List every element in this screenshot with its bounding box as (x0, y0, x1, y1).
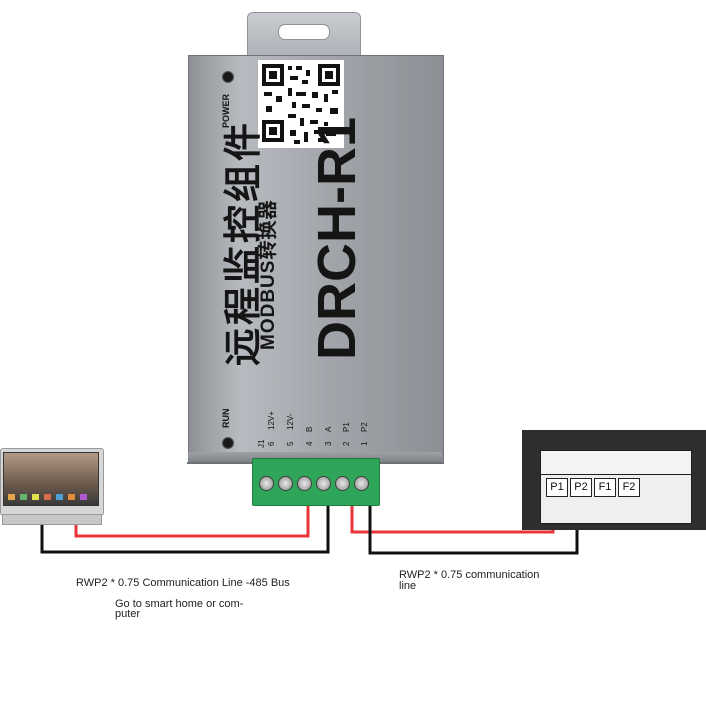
controller-terminal-strip (540, 450, 692, 476)
product-subtitle: MODBUS转换器 (258, 199, 279, 350)
pin-label-5: 5 (286, 441, 295, 446)
pin-label-p1: P1 (342, 422, 351, 432)
right-line-caption-1: RWP2 * 0.75 communication (399, 569, 540, 581)
pin-label-2: 2 (342, 441, 351, 446)
terminal-screw-1 (259, 476, 274, 491)
model-number: DRCH-R1 (307, 117, 367, 360)
pin-label-b: B (305, 426, 314, 432)
pin-label-1: 1 (360, 441, 369, 446)
left-line-caption: RWP2 * 0.75 Communication Line -485 Bus (76, 577, 290, 589)
panel-base (2, 514, 102, 525)
terminal-screw-6 (354, 476, 369, 491)
controller-terminal-p1: P1 (546, 478, 568, 497)
red-wire-left (74, 496, 310, 538)
pin-label-6: 6 (267, 441, 276, 446)
panel-app-icons (8, 494, 87, 500)
controller-terminal-f1: F1 (594, 478, 616, 497)
terminal-screw-5 (335, 476, 350, 491)
pin-label-12v-plus: 12V+ (267, 411, 276, 430)
pin-label-12v-minus: 12V- (286, 413, 295, 430)
terminal-screw-4 (316, 476, 331, 491)
run-label: RUN (221, 408, 231, 429)
pin-label-p2: P2 (360, 422, 369, 432)
left-destination-caption-2: puter (115, 608, 141, 620)
pin-label-3: 3 (324, 441, 333, 446)
terminal-screw-2 (278, 476, 293, 491)
pin-label-a: A (324, 426, 333, 432)
qr-code (258, 60, 344, 148)
pin-label-4: 4 (305, 441, 314, 446)
controller-terminal-f2: F2 (618, 478, 640, 497)
mounting-slot (278, 24, 330, 40)
right-line-caption-2: line (399, 580, 417, 592)
left-destination-caption-1: Go to smart home or com- (115, 598, 244, 610)
controller-terminal-p2: P2 (570, 478, 592, 497)
pin-label-j1: J1 (257, 439, 266, 448)
terminal-screw-3 (297, 476, 312, 491)
black-wire-left (40, 496, 330, 554)
power-led (223, 72, 233, 82)
run-led (223, 438, 233, 448)
controller-terminal-labels: P1 P2 F1 F2 (540, 474, 692, 524)
